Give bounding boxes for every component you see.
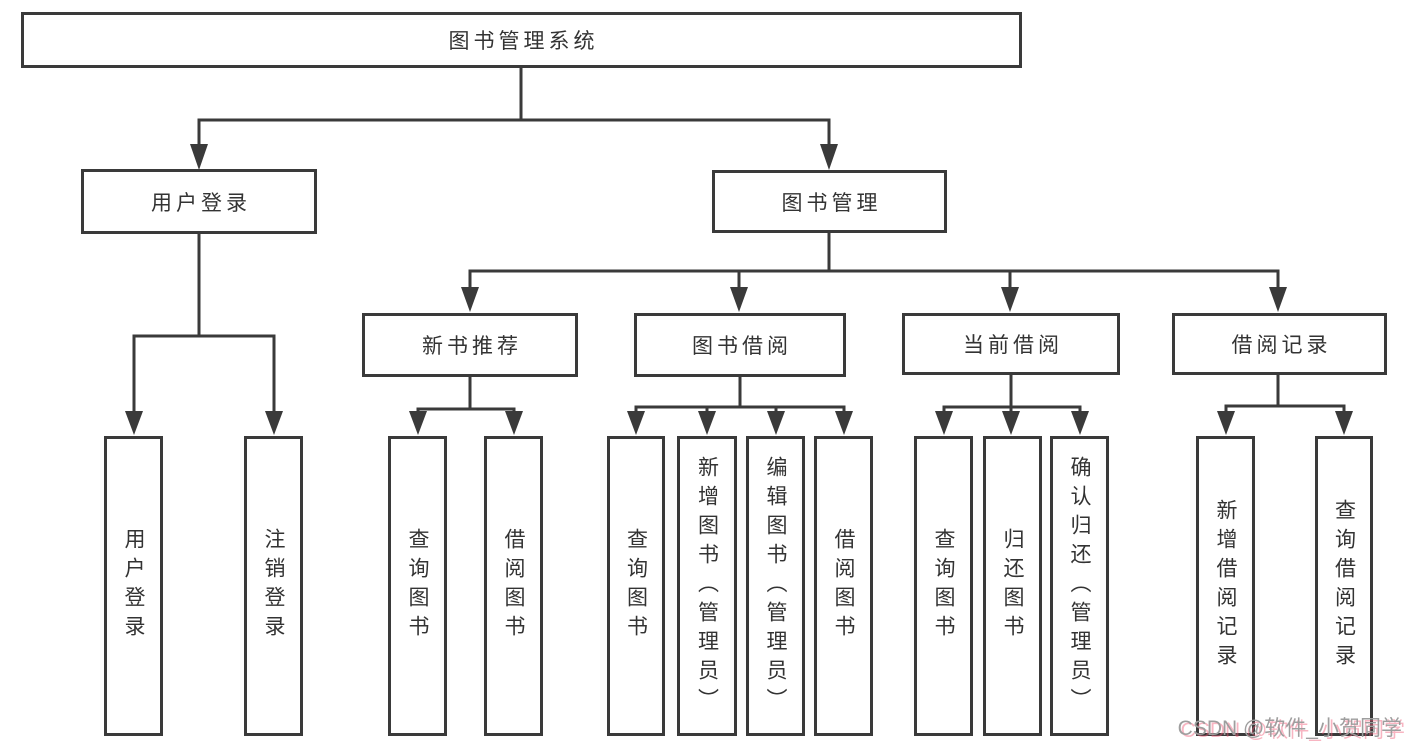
node-confirm-return-admin: 确认归还（管理员） (1050, 436, 1109, 736)
arrowhead-icon (820, 144, 838, 170)
connector-borrow-rail (634, 375, 846, 418)
arrowhead-icon (835, 411, 853, 435)
connector-current-rail (942, 373, 1082, 418)
arrowhead-icon (505, 411, 523, 435)
arrowhead-icon (1002, 411, 1020, 435)
arrowhead-icon (1217, 411, 1235, 435)
arrowhead-icon (730, 287, 748, 312)
arrowhead-icon (767, 411, 785, 435)
node-login-group: 用户登录 (81, 169, 317, 234)
arrowhead-icon (409, 411, 427, 435)
node-add-book-admin: 新增图书（管理员） (677, 436, 737, 736)
connector-bookmgmt-rail (468, 231, 1280, 294)
arrowhead-icon (698, 411, 716, 435)
arrowhead-icon (461, 287, 479, 312)
arrowhead-icon (1269, 287, 1287, 312)
connector-records-rail (1224, 372, 1346, 418)
arrowhead-icon (190, 144, 208, 170)
connector-login-rail (132, 232, 276, 418)
node-query-book-current: 查询图书 (914, 436, 973, 736)
arrowhead-icon (125, 411, 143, 435)
node-borrow-book-rec: 借阅图书 (484, 436, 543, 736)
connector-rec-rail (416, 375, 516, 418)
arrowhead-icon (935, 411, 953, 435)
node-current-borrow: 当前借阅 (902, 313, 1120, 375)
node-query-book-rec: 查询图书 (388, 436, 447, 736)
arrowhead-icon (627, 411, 645, 435)
arrowhead-icon (265, 411, 283, 435)
connector-root-rail (197, 66, 831, 150)
node-root: 图书管理系统 (21, 12, 1022, 68)
node-edit-book-admin: 编辑图书（管理员） (746, 436, 805, 736)
arrowhead-icon (1335, 411, 1353, 435)
node-new-book-rec: 新书推荐 (362, 313, 578, 377)
node-user-login: 用户登录 (104, 436, 163, 736)
watermark: CSDN @软件_小贺同学 (1177, 717, 1402, 740)
node-query-book-borrow: 查询图书 (607, 436, 665, 736)
node-borrow-records: 借阅记录 (1172, 313, 1387, 375)
node-add-borrow-record: 新增借阅记录 (1196, 436, 1255, 736)
node-book-mgmt: 图书管理 (712, 170, 947, 233)
node-book-borrow: 图书借阅 (634, 313, 846, 377)
node-borrow-book-2: 借阅图书 (814, 436, 873, 736)
arrowhead-icon (1071, 411, 1089, 435)
arrowhead-icon (1001, 287, 1019, 312)
node-logout: 注销登录 (244, 436, 303, 736)
node-return-book: 归还图书 (983, 436, 1042, 736)
node-query-borrow-record: 查询借阅记录 (1315, 436, 1373, 736)
